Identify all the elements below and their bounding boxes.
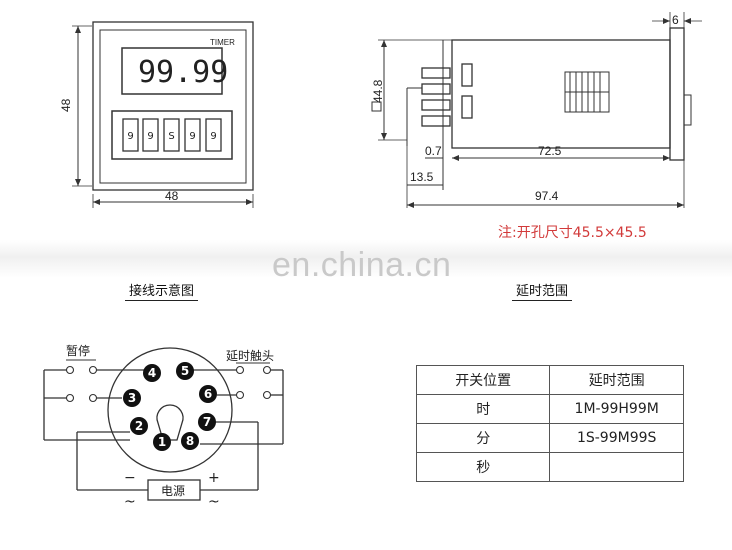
dial-switch bbox=[184, 118, 201, 152]
pin-6 bbox=[199, 385, 217, 403]
cell-position: 时 bbox=[415, 394, 551, 424]
dial-digit-1: 9 bbox=[127, 131, 133, 142]
terminal bbox=[235, 390, 245, 400]
timer-label: TIMER bbox=[210, 38, 235, 47]
pin-label-2: 2 bbox=[135, 419, 143, 433]
dial-digit-2: 9 bbox=[147, 131, 153, 142]
plus-sign: + bbox=[208, 470, 220, 486]
dial-digit-3: S bbox=[168, 131, 174, 142]
front-outer-frame bbox=[92, 21, 254, 191]
pin-3 bbox=[123, 389, 141, 407]
table-row: 秒 bbox=[415, 452, 684, 482]
minus-sign: − bbox=[124, 470, 136, 486]
dial-digit-4: 9 bbox=[189, 131, 195, 142]
dim-c: 13.5 bbox=[410, 170, 434, 184]
cell-range: 1S-99M99S bbox=[549, 423, 684, 453]
dim-height-label: 48 bbox=[59, 98, 73, 112]
socket-pin bbox=[421, 67, 451, 79]
ac-symbol-left: ~ bbox=[124, 494, 136, 510]
dial-switch bbox=[205, 118, 222, 152]
terminal bbox=[88, 393, 98, 403]
pin-label-7: 7 bbox=[203, 415, 211, 429]
pin-8 bbox=[181, 432, 199, 450]
pin-5 bbox=[176, 362, 194, 380]
pin-2 bbox=[130, 417, 148, 435]
dim-width-top: 6 bbox=[672, 13, 679, 27]
delay-range-table: 开关位置 延时范围 时 1M-99H99M 分 1S-99M99S 秒 bbox=[415, 365, 684, 482]
power-label: 电源 bbox=[161, 484, 185, 498]
side-body bbox=[451, 39, 671, 149]
terminal bbox=[65, 393, 75, 403]
dim-width-label: 48 bbox=[165, 189, 179, 203]
dial-switch bbox=[142, 118, 159, 152]
side-slot bbox=[461, 63, 473, 87]
dim-b: 72.5 bbox=[538, 144, 562, 158]
cell-range bbox=[549, 452, 684, 482]
ac-symbol-right: ~ bbox=[208, 494, 220, 510]
side-slot bbox=[461, 95, 473, 119]
display-window bbox=[121, 47, 223, 95]
wiring-diagram bbox=[43, 347, 284, 501]
cutout-note: 注:开孔尺寸45.5×45.5 bbox=[498, 225, 647, 241]
socket-outline bbox=[107, 347, 233, 473]
timing-caption: 延时范围 bbox=[512, 284, 573, 301]
side-front-bezel bbox=[669, 27, 685, 161]
terminal bbox=[262, 365, 272, 375]
terminal bbox=[88, 365, 98, 375]
socket-pin bbox=[421, 99, 451, 111]
pin-label-4: 4 bbox=[148, 366, 156, 380]
pin-label-3: 3 bbox=[128, 391, 136, 405]
dial-switch bbox=[163, 118, 180, 152]
pin-4 bbox=[143, 364, 161, 382]
dial-panel bbox=[111, 110, 233, 160]
socket-pin bbox=[421, 83, 451, 95]
pin-1 bbox=[153, 433, 171, 451]
wiring-caption: 接线示意图 bbox=[125, 284, 199, 301]
pause-label: 暂停 bbox=[66, 343, 90, 358]
watermark-band bbox=[0, 240, 732, 278]
front-inner-frame bbox=[99, 29, 247, 184]
front-view bbox=[72, 21, 254, 208]
dim-a: 0.7 bbox=[425, 144, 442, 158]
dial-switch bbox=[122, 118, 139, 152]
dim-side-height: 44.8 bbox=[371, 79, 385, 103]
terminal bbox=[65, 365, 75, 375]
side-view bbox=[378, 12, 702, 208]
socket-pins bbox=[123, 362, 217, 451]
socket-pin bbox=[421, 115, 451, 127]
side-knob bbox=[683, 94, 692, 126]
delay-contact-label: 延时触头 bbox=[226, 349, 274, 363]
dim-total: 97.4 bbox=[535, 189, 559, 203]
pin-label-5: 5 bbox=[181, 364, 189, 378]
table-header-row: 开关位置 延时范围 bbox=[415, 365, 684, 395]
pin-label-1: 1 bbox=[158, 435, 166, 449]
table-row: 分 1S-99M99S bbox=[415, 423, 684, 453]
terminal bbox=[262, 390, 272, 400]
cell-range: 1M-99H99M bbox=[549, 394, 684, 424]
dial-digit-5: 9 bbox=[210, 131, 216, 142]
table-row: 时 1M-99H99M bbox=[415, 394, 684, 424]
header-delay-range: 延时范围 bbox=[549, 365, 684, 395]
cell-position: 分 bbox=[415, 423, 551, 453]
display-digits: 99.99 bbox=[138, 55, 228, 90]
watermark: en.china.cn bbox=[272, 246, 452, 284]
terminal bbox=[235, 365, 245, 375]
pin-label-8: 8 bbox=[186, 434, 194, 448]
socket-key bbox=[156, 404, 184, 441]
header-switch-position: 开关位置 bbox=[415, 365, 551, 395]
power-box bbox=[147, 479, 201, 501]
cell-position: 秒 bbox=[415, 452, 551, 482]
pin-label-6: 6 bbox=[204, 387, 212, 401]
pin-7 bbox=[198, 413, 216, 431]
